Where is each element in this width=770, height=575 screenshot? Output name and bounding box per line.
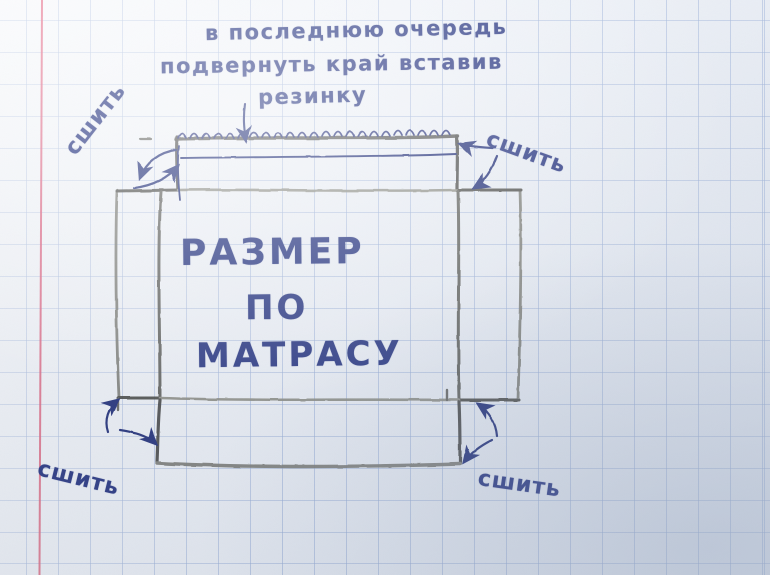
bottom-flap-left-edge bbox=[155, 398, 162, 464]
inner-rect-top-edge bbox=[176, 188, 459, 192]
outer-left-top-edge bbox=[115, 188, 180, 193]
center-label-line-1: РАЗМЕР bbox=[179, 231, 365, 274]
pencil-outline-group bbox=[114, 134, 523, 469]
title-line-3: резинку bbox=[257, 82, 368, 110]
corner-arrow-top-left bbox=[132, 148, 181, 190]
pen-detail-group bbox=[100, 102, 499, 465]
elastic-casing-line bbox=[180, 153, 457, 159]
bottom-flap-bottom-edge bbox=[155, 461, 462, 469]
corner-arrow-bottom-left bbox=[100, 398, 159, 447]
inner-rect-left-edge bbox=[157, 190, 163, 400]
center-label-line-2: ПО bbox=[244, 287, 309, 329]
corner-arrow-bottom-right bbox=[462, 402, 499, 465]
outer-left-edge bbox=[114, 188, 121, 400]
center-label-line-3: МАТРАСУ bbox=[195, 333, 403, 377]
elastic-arrow bbox=[235, 102, 252, 144]
title-line-2: подвернуть край вставив bbox=[159, 49, 503, 79]
bottom-flap-right-edge bbox=[457, 400, 462, 466]
outer-right-edge bbox=[516, 188, 523, 402]
casing-left-end bbox=[177, 145, 181, 201]
inner-rect-right-edge bbox=[456, 189, 461, 402]
inner-rect-bottom-edge bbox=[158, 396, 461, 402]
